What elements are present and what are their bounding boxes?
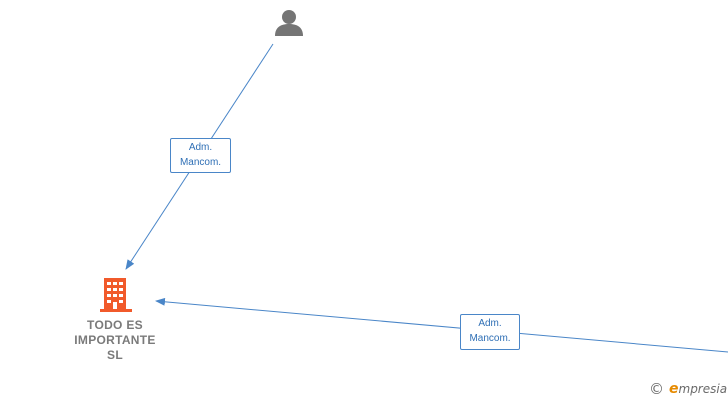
edge-label-line: Mancom. [469, 333, 511, 344]
edge-label-line: Adm. [188, 142, 213, 153]
person-icon[interactable] [275, 10, 303, 36]
edge-label-line: Mancom. [179, 157, 222, 168]
edge-offscreen-to-company [155, 297, 728, 353]
company-name-line: TODO ES [87, 318, 143, 332]
brand-name-rest: mpresia [678, 382, 728, 396]
company-name-line: IMPORTANTE [74, 333, 156, 347]
edge-label-person-company[interactable]: Adm. Mancom. [170, 138, 231, 173]
building-icon[interactable] [100, 278, 132, 312]
brand-initial: e [669, 381, 679, 397]
brand-logo: © e mpresia [649, 380, 727, 398]
company-name-line: SL [107, 348, 123, 362]
copyright-icon: © [649, 380, 664, 398]
edge-label-line: Adm. [478, 318, 502, 329]
company-name[interactable]: TODO ES IMPORTANTE SL [55, 318, 175, 363]
edge-label-offscreen-company[interactable]: Adm. Mancom. [460, 314, 520, 350]
